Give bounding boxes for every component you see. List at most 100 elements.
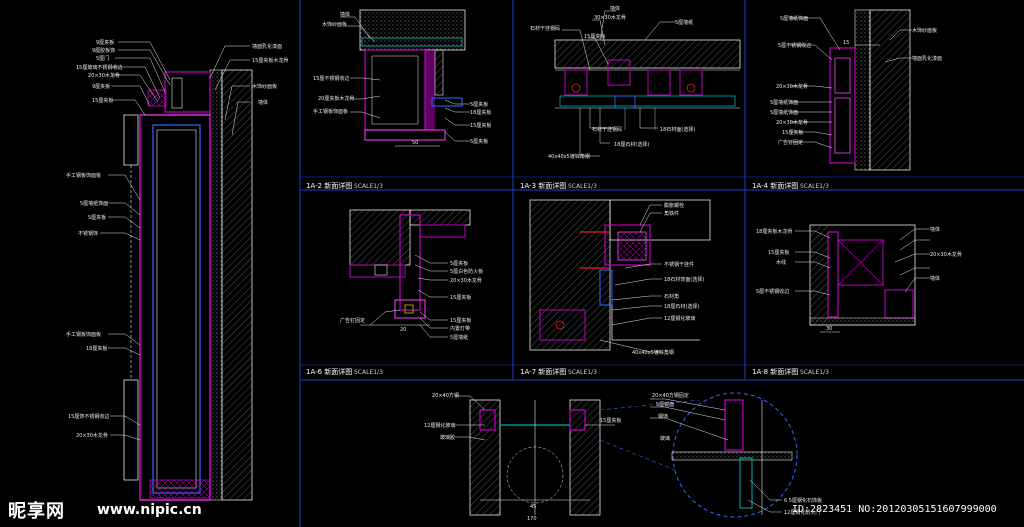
n1a4-3: 墙面乳化漆面	[912, 55, 942, 62]
scale-1a-2: SCALE1/3	[354, 183, 383, 190]
left-note-8: 墙面乳化漆面	[252, 43, 282, 50]
left-note-1: 9厘夹板	[96, 39, 114, 46]
detail-1a-2: 50 墙体 木饰纱面板 15厘不锈钢收边 20厘夹板木龙骨 手工钢板饰面板 5厘…	[306, 9, 491, 190]
title-1a-3: 1A-3 新面详图	[520, 181, 566, 190]
left-note-6: 9厘夹板	[92, 83, 110, 90]
n1a6-2: 20×30木龙骨	[450, 277, 482, 284]
n1a4-8: 15厘夹板	[782, 129, 803, 136]
nb-6: 钢饰	[658, 413, 668, 420]
title-1a-8: 1A-8 新面详图	[752, 367, 798, 376]
nb-1: 12厘钢化玻璃	[424, 422, 455, 429]
n1a3-8: 40x40x5镀锌角钢	[548, 153, 590, 160]
left-note-17: 18厘夹板	[86, 345, 107, 352]
n1a2-7: 15厘夹板	[470, 122, 491, 129]
n1a2-1: 木饰纱面板	[322, 21, 347, 28]
watermark-url[interactable]: www.nipic.cn	[97, 502, 202, 518]
n1a7-3: 18石材饰面(选择)	[664, 276, 704, 283]
scale-1a-3: SCALE1/3	[568, 183, 597, 190]
nb-5: 5厘镜面	[656, 401, 674, 408]
n1a4-7: 20×30木龙骨	[776, 119, 808, 126]
nb-0: 20×40方钢	[432, 392, 459, 399]
dim-30: 30	[826, 326, 832, 332]
title-1a-2: 1A-2 新面详图	[306, 181, 352, 190]
n1a4-4: 20×30木龙骨	[776, 83, 808, 90]
scale-1a-7: SCALE1/3	[568, 369, 597, 376]
n1a3-7: 18石材面(选择)	[660, 126, 695, 133]
n1a6-3: 15厘夹板	[450, 294, 471, 301]
n1a2-5: 5厘夹板	[470, 101, 488, 108]
n1a8-4: 15厘夹板	[768, 249, 789, 256]
door-section-left: 9厘夹板 9厘胶板饰 5厘门 15厘玻璃不锈钢收边 20×30木龙骨 9厘夹板 …	[66, 39, 288, 501]
left-note-10: 木饰纱面板	[252, 83, 277, 90]
n1a4-5: 5厘墙纸饰面	[770, 99, 798, 106]
left-note-2: 9厘胶板饰	[92, 47, 115, 54]
left-note-12: 手工钢板饰面板	[66, 172, 101, 179]
n1a7-0: 膨胀螺栓	[664, 202, 684, 209]
watermark-logo: 昵享网	[8, 501, 65, 522]
n1a7-7: 12厘钢化玻璃	[664, 315, 695, 322]
watermark-id: ID:2823451 NO:20120305151607999000	[792, 504, 997, 515]
n1a6-4: 15厘夹板	[450, 317, 471, 324]
title-1a-7: 1A-7 新面详图	[520, 367, 566, 376]
n1a7-2: 不锈钢干挂件	[664, 261, 694, 268]
left-note-15: 不锈钢饰	[78, 230, 98, 237]
sheet-frame	[299, 0, 1024, 527]
n1a7-6: 40x40x5镀锌角钢	[632, 349, 674, 356]
n1a8-0: 墙体	[930, 226, 940, 233]
n1a3-2: 石材干挂钢码	[530, 25, 560, 32]
n1a6-5: 内置灯带	[450, 325, 470, 332]
n1a3-1: 30×30木龙骨	[594, 14, 626, 21]
detail-1a-4: 15 5厘墙纸饰面 木饰纱面板 5厘不锈钢收边 墙面乳化漆面 20×30木龙骨 …	[752, 9, 942, 190]
left-note-11: 墙体	[258, 99, 268, 106]
n1a2-2: 15厘不锈钢收边	[313, 75, 349, 82]
n1a7-5: 18厘石材(选择)	[664, 303, 699, 310]
n1a8-1: 18厘夹板木龙骨	[756, 228, 792, 235]
n1a8-5: 木线	[776, 259, 786, 266]
n1a6-6: 5厘墙纸	[450, 334, 468, 341]
n1a6-0: 5厘夹板	[450, 260, 468, 267]
n1a4-0: 5厘墙纸饰面	[780, 15, 808, 22]
n1a3-4: 5厘墙纸	[675, 19, 693, 26]
n1a2-3: 20厘夹板木龙骨	[318, 95, 354, 102]
detail-1a-8: 30 墙体 18厘夹板木龙骨 20×30木龙骨 墙体 15厘夹板 木线 5厘不锈…	[752, 224, 962, 376]
n1a2-0: 墙体	[340, 11, 350, 18]
n1a4-9: 广告钉固定	[778, 139, 803, 146]
left-note-14: 5厘夹板	[88, 214, 106, 221]
detail-1a-6: 20 5厘夹板 5厘白色防火板 20×30木龙骨 15厘夹板 15厘夹板 内置灯…	[306, 209, 483, 376]
n1a4-2: 5厘不锈钢收边	[778, 42, 811, 49]
n1a3-0: 墙体	[610, 5, 620, 12]
nb-3: 15厘夹板	[600, 417, 621, 424]
detail-1a-3: 墙体 30×30木龙骨 石材干挂钢码 15厘夹板 5厘墙纸 石材干挂钢码 18厘…	[520, 5, 741, 190]
dim-170: 170	[527, 516, 537, 522]
n1a7-4: 石材角	[664, 293, 679, 300]
glass-door-plan: 45 170 20×40方钢 12厘钢化玻璃 玻璃胶 15厘夹板 20×40方钢…	[424, 392, 822, 522]
n1a8-2: 20×30木龙骨	[930, 251, 962, 258]
left-note-9: 15厘夹板木龙骨	[252, 57, 288, 64]
n1a4-1: 木饰纱面板	[912, 27, 937, 34]
left-note-5: 20×30木龙骨	[88, 72, 120, 79]
nb-4: 20×40方钢固定	[652, 392, 689, 399]
scale-1a-8: SCALE1/3	[800, 369, 829, 376]
n1a6-7: 广告钉固定	[340, 317, 365, 324]
left-note-3: 5厘门	[96, 55, 109, 62]
nb-8: 6.5厘钢化石饰板	[784, 497, 822, 504]
n1a2-8: 5厘夹板	[470, 138, 488, 145]
n1a8-3: 墙体	[930, 275, 940, 282]
n1a8-6: 5厘不锈钢收边	[756, 288, 789, 295]
nb-7: 玻璃	[660, 435, 670, 442]
title-1a-6: 1A-6 新面详图	[306, 367, 352, 376]
n1a3-6: 18厘石材(选择)	[614, 141, 649, 148]
detail-1a-7: 膨胀螺栓 角铁件 不锈钢干挂件 18石材饰面(选择) 石材角 18厘石材(选择)…	[520, 199, 711, 376]
nb-9: 12厘钢化防火门	[784, 509, 820, 516]
dim-15: 15	[843, 40, 849, 46]
left-note-13: 5厘墙纸饰面	[80, 200, 108, 207]
scale-1a-6: SCALE1/3	[354, 369, 383, 376]
n1a3-3: 15厘夹板	[584, 33, 605, 40]
nb-2: 玻璃胶	[440, 434, 455, 441]
left-note-18: 15厘饰不锈钢收边	[68, 413, 109, 420]
n1a4-6: 5厘墙纸饰面	[770, 109, 798, 116]
dim-45: 45	[530, 504, 536, 510]
n1a2-4: 手工钢板饰面板	[313, 108, 348, 115]
scale-1a-4: SCALE1/3	[800, 183, 829, 190]
